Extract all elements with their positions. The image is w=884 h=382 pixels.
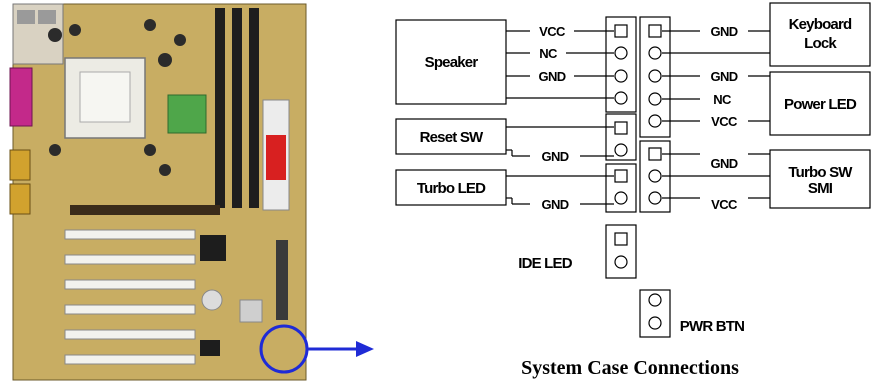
power-gnd-label: GND [710, 69, 737, 84]
power-nc-label: NC [713, 92, 732, 107]
turbo-sw-vcc-label: VCC [711, 197, 738, 212]
header-ide-led-block [605, 224, 637, 279]
reset-sw-box [395, 118, 507, 155]
turbo-sw-gnd-label: GND [710, 156, 737, 171]
speaker-nc-label: NC [539, 46, 558, 61]
ide-led-label: IDE LED [518, 255, 573, 272]
keyboard-lock-label-1: Keyboard [789, 16, 852, 33]
turbo-sw-box [769, 149, 871, 209]
speaker-label: Speaker [425, 54, 479, 71]
round-pins [614, 46, 662, 330]
turbo-led-label: Turbo LED [417, 180, 486, 197]
header-pwr-btn-block [639, 289, 671, 338]
header-left-column [605, 16, 637, 113]
turbo-led-box [395, 169, 507, 206]
pin-square [614, 24, 628, 38]
speaker-box [395, 19, 507, 105]
turbo-sw-label-1: Turbo SW [788, 164, 853, 181]
pin-square [648, 147, 662, 161]
pin-square [614, 169, 628, 183]
header-right-column [639, 16, 671, 138]
square-pins [614, 24, 662, 246]
kbd-gnd-label: GND [710, 24, 737, 39]
reset-gnd-label: GND [541, 149, 568, 164]
keyboard-lock-box [769, 2, 871, 67]
speaker-vcc-label: VCC [539, 24, 566, 39]
turbo-sw-label-2: SMI [808, 180, 833, 197]
wires [506, 30, 770, 205]
power-led-label: Power LED [784, 96, 857, 113]
power-vcc-label: VCC [711, 114, 738, 129]
speaker-gnd-label: GND [538, 69, 565, 84]
motherboard-image [9, 3, 307, 381]
pin-square [614, 121, 628, 135]
keyboard-lock-label-2: Lock [804, 35, 837, 52]
header-turbo-led-block [605, 163, 637, 213]
turbo-led-gnd-label: GND [541, 197, 568, 212]
diagram-caption: System Case Connections [521, 357, 739, 379]
front-panel-pointer [259, 324, 374, 374]
power-led-box [769, 71, 871, 136]
header-reset-block [605, 113, 637, 161]
pwr-btn-label: PWR BTN [680, 318, 744, 335]
pin-square [614, 232, 628, 246]
reset-sw-label: Reset SW [420, 129, 484, 146]
pin-square [648, 24, 662, 38]
